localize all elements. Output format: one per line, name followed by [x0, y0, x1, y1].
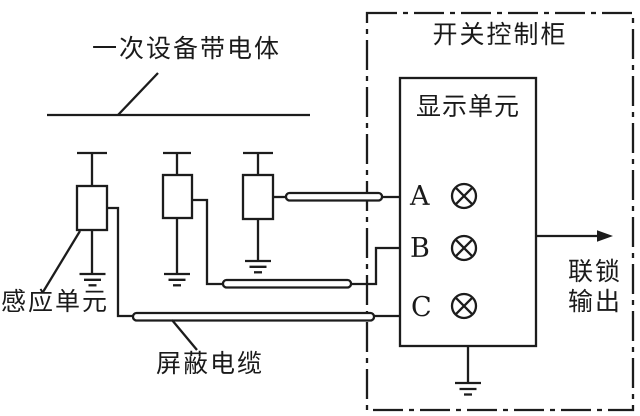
cable-callout-line — [171, 319, 198, 351]
shielded-cable-label: 屏蔽电缆 — [156, 349, 265, 378]
induction-unit-label: 感应单元 — [1, 287, 110, 316]
wire-b-out — [351, 246, 400, 286]
induction-sensor-2 — [161, 151, 194, 287]
channel-a-label: A — [410, 181, 430, 212]
lamp-b-icon — [450, 234, 478, 262]
sensor-callout-line — [42, 230, 81, 293]
channel-b-label: B — [410, 233, 430, 264]
shielded-cable-b — [221, 278, 353, 289]
interlock-output-line1: 联锁 — [567, 257, 622, 286]
busbar-callout-line — [117, 72, 159, 116]
induction-sensor-1 — [75, 151, 109, 287]
output-arrow-icon — [536, 230, 613, 242]
shielded-cable-c — [131, 311, 376, 322]
ground-icon — [164, 272, 190, 287]
interlock-output-label: 联锁 输出 — [556, 257, 634, 317]
interlock-output-line2: 输出 — [567, 287, 622, 316]
wire-b-in — [192, 198, 223, 286]
channel-c-label: C — [411, 292, 432, 323]
lamp-c-icon — [450, 292, 478, 320]
shielded-cable-a — [284, 191, 384, 202]
primary-equipment-label: 一次设备带电体 — [92, 34, 282, 63]
display-unit-title: 显示单元 — [415, 92, 520, 121]
display-unit-ground-icon — [455, 346, 481, 396]
induction-sensor-3 — [241, 151, 275, 274]
ground-icon — [79, 272, 106, 287]
lamp-a-icon — [450, 182, 478, 210]
cabinet-dashdot-border — [365, 11, 635, 412]
ground-icon — [245, 259, 271, 274]
cabinet-title: 开关控制柜 — [432, 20, 568, 49]
wire-c-in — [107, 206, 133, 318]
